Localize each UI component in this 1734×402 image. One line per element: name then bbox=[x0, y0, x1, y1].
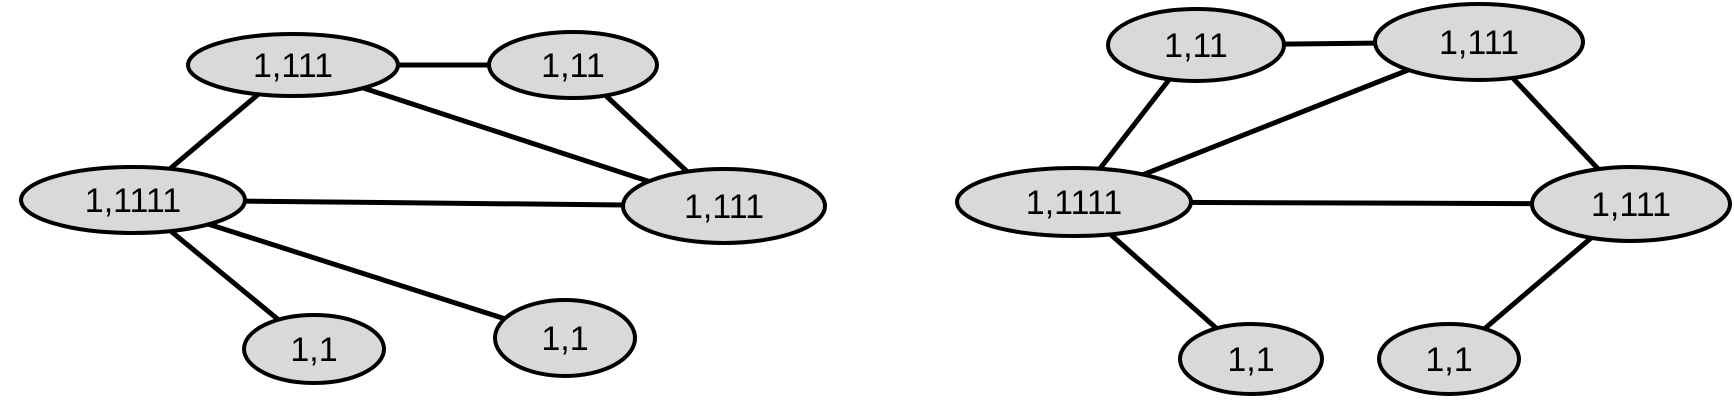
left-graph-node-b-label: 1,11 bbox=[541, 47, 605, 85]
left-graph-node-f-shape bbox=[493, 298, 637, 378]
right-graph-node-d-shape bbox=[1530, 165, 1732, 243]
left-graph-node-a: 1,111 bbox=[186, 32, 400, 98]
right-graph-node-a-shape bbox=[1106, 7, 1286, 83]
right-graph-node-a-label: 1,11 bbox=[1164, 27, 1228, 65]
left-graph-node-f: 1,1 bbox=[493, 298, 637, 378]
left-graph-node-e-label: 1,1 bbox=[290, 331, 337, 369]
right-graph-node-f-label: 1,1 bbox=[1425, 341, 1472, 379]
right-graph-node-e-label: 1,1 bbox=[1227, 341, 1274, 379]
right-graph-node-d: 1,111 bbox=[1530, 165, 1732, 243]
right-graph-node-f-shape bbox=[1377, 322, 1521, 396]
right-graph-node-b-label: 1,111 bbox=[1439, 24, 1519, 62]
left-graph-node-c-shape bbox=[19, 165, 247, 235]
right-graph-node-c-label: 1,1111 bbox=[1026, 184, 1122, 222]
left-graph-node-f-label: 1,1 bbox=[541, 320, 588, 358]
left-graph-node-d: 1,111 bbox=[621, 167, 827, 245]
right-graph-node-a: 1,11 bbox=[1106, 7, 1286, 83]
left-graph-node-c-label: 1,1111 bbox=[85, 182, 181, 220]
right-graph-node-b-shape bbox=[1373, 2, 1585, 82]
left-graph-node-e: 1,1 bbox=[242, 313, 386, 385]
right-graph-node-d-label: 1,111 bbox=[1591, 186, 1671, 224]
right-graph-node-c-shape bbox=[955, 166, 1193, 238]
right-graph-node-c: 1,1111 bbox=[955, 166, 1193, 238]
nodes-layer: 1,111 1,11 1,1111 1,111 1,1 1,1 1,11 1,111 1,111… bbox=[19, 2, 1732, 396]
left-graph-node-b-shape bbox=[487, 30, 659, 100]
left-graph-node-b: 1,11 bbox=[487, 30, 659, 100]
left-graph-node-d-label: 1,111 bbox=[684, 188, 764, 226]
left-graph-node-d-shape bbox=[621, 167, 827, 245]
right-graph-node-f: 1,1 bbox=[1377, 322, 1521, 396]
right-graph-node-e-shape bbox=[1178, 322, 1324, 396]
left-graph-node-a-shape bbox=[186, 32, 400, 98]
right-graph-node-b: 1,111 bbox=[1373, 2, 1585, 82]
right-graph-node-e: 1,1 bbox=[1178, 322, 1324, 396]
left-graph-node-e-shape bbox=[242, 313, 386, 385]
left-graph-node-c: 1,1111 bbox=[19, 165, 247, 235]
left-graph-node-a-label: 1,111 bbox=[253, 47, 333, 85]
